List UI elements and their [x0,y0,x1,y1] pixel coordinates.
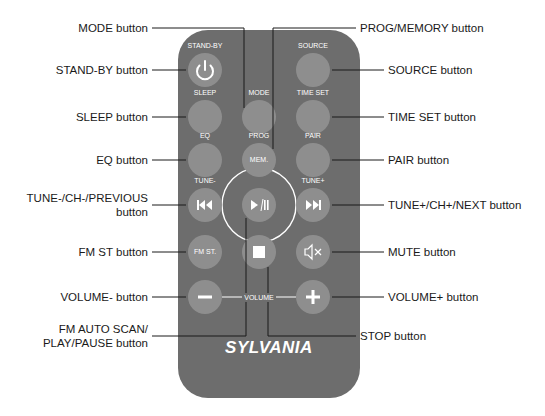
callout-label: TIME SET button [388,110,476,124]
nav-ring [222,168,296,242]
sleep-button: SLEEP [188,100,222,134]
pair-button: PAIR [296,143,330,177]
callout-label: FM AUTO SCAN/ PLAY/PAUSE button [23,322,148,350]
fm-st-button: FM ST. [188,235,222,269]
plus-icon [306,290,320,304]
callout-label: VOLUME+ button [388,290,478,304]
play-pause-icon [251,199,269,211]
stop-icon [253,246,265,258]
button-label: MODE [249,89,270,97]
button-label: STAND-BY [188,42,223,50]
remote-body: SYLVANIA STAND-BY SOURCE SLEEP MODE TIME SET E… [178,30,360,398]
prog-mem-button: PROGMEM. [242,143,276,177]
brand-logo: SYLVANIA [178,338,360,358]
button-label: TIME SET [297,89,329,97]
button-label: TUNE+ [301,177,324,185]
source-button: SOURCE [296,53,330,87]
callout-label: VOLUME- button [60,290,148,304]
standby-button: STAND-BY [188,53,222,87]
callout-label: STAND-BY button [56,63,148,77]
callout-label: TUNE-/CH-/PREVIOUS button [13,191,148,219]
callout-label: PROG/MEMORY button [360,21,484,35]
button-label: SOURCE [298,42,328,50]
previous-icon [197,200,212,210]
mode-button: MODE [242,100,276,134]
time-set-button: TIME SET [296,100,330,134]
tune-minus-button: TUNE- [188,188,222,222]
leader-lines [152,28,384,336]
callout-label: FM ST button [79,245,148,259]
callout-label: STOP button [360,329,426,343]
callout-label: MODE button [78,21,148,35]
tune-plus-button: TUNE+ [296,188,330,222]
button-label: PROG [249,132,270,140]
button-label: PAIR [305,132,321,140]
button-label: SLEEP [194,89,217,97]
callout-label: MUTE button [388,245,456,259]
button-text: FM ST. [194,248,216,256]
button-label: EQ [200,132,210,140]
button-label: TUNE- [194,177,215,185]
volume-label: VOLUME [242,293,276,302]
callout-label: TUNE+/CH+/NEXT button [388,198,521,212]
callout-label: PAIR button [388,153,449,167]
eq-button: EQ [188,143,222,177]
buttons [188,53,330,314]
button-text: MEM. [250,156,268,164]
callout-label: EQ button [96,153,148,167]
minus-icon [198,296,212,299]
callout-label: SLEEP button [76,110,148,124]
mute-icon [305,245,321,259]
callout-label: SOURCE button [388,63,472,77]
remote-body [178,30,360,398]
power-icon [197,61,213,79]
next-icon [306,200,321,210]
